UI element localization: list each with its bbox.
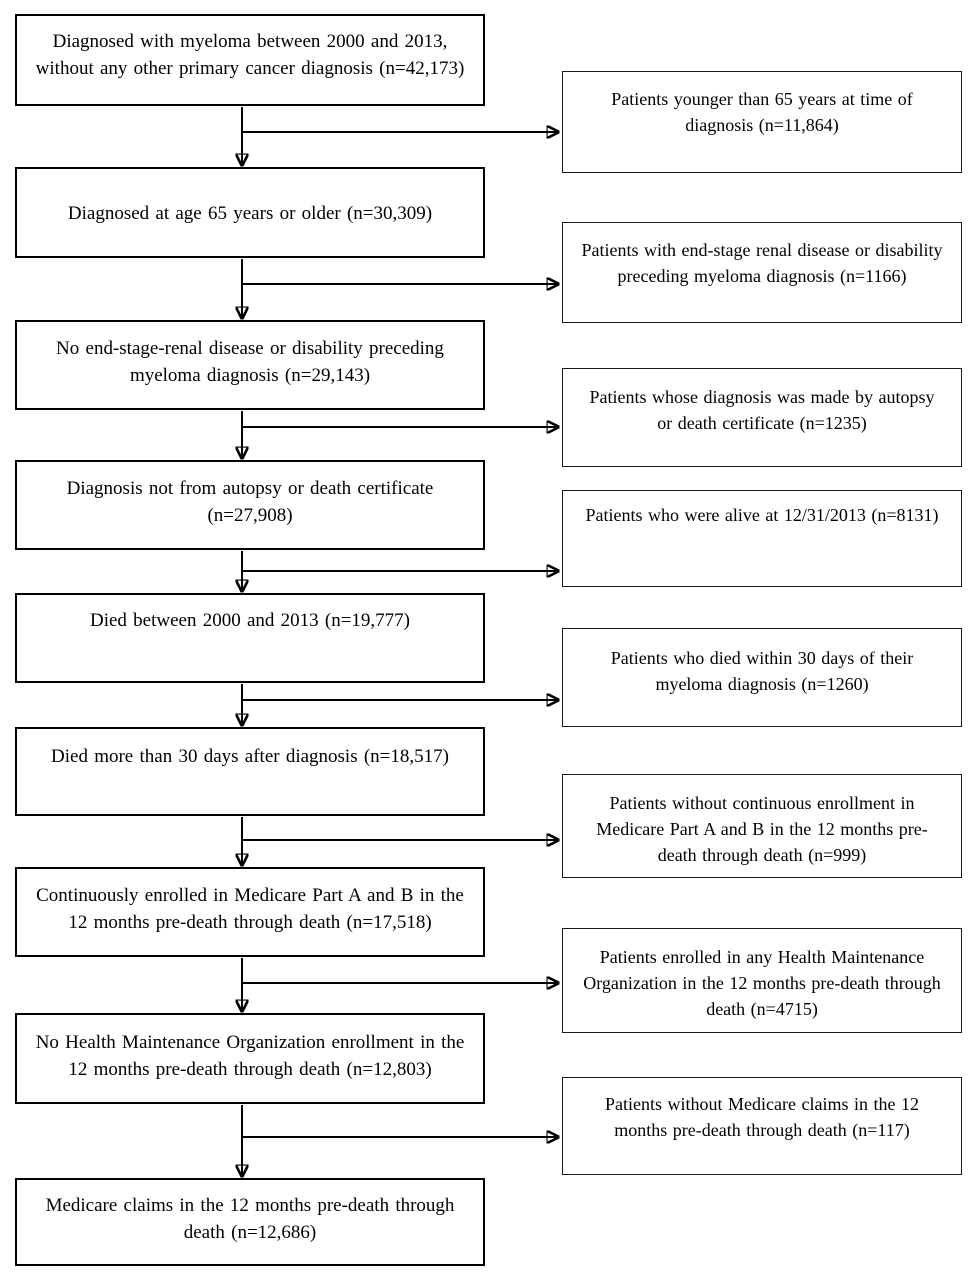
exclusion-box-no-medicare-claims-text: Patients without Medicare claims in the … — [605, 1094, 919, 1140]
flow-box-no-esrd-disability: No end-stage-renal disease or disability… — [15, 320, 485, 410]
exclusion-box-hmo-enrollment: Patients enrolled in any Health Maintena… — [562, 928, 962, 1033]
flow-box-no-hmo-text: No Health Maintenance Organization enrol… — [35, 1032, 465, 1080]
flow-box-died-30-days-after: Died more than 30 days after diagnosis (… — [15, 727, 485, 816]
exclusion-box-no-continuous-enrollment: Patients without continuous enrollment i… — [562, 774, 962, 878]
flow-box-age-65-or-older-text: Diagnosed at age 65 years or older (n=30… — [67, 203, 433, 224]
exclusion-box-died-within-30-days: Patients who died within 30 days of thei… — [562, 628, 962, 727]
exclusion-box-died-within-30-days-text: Patients who died within 30 days of thei… — [610, 648, 914, 694]
exclusion-box-autopsy-certificate: Patients whose diagnosis was made by aut… — [562, 368, 962, 467]
flow-box-not-autopsy-certificate-text: Diagnosis not from autopsy or death cert… — [66, 478, 434, 526]
flow-box-medicare-enrolled: Continuously enrolled in Medicare Part A… — [15, 867, 485, 957]
exclusion-box-alive-2013-text: Patients who were alive at 12/31/2013 (n… — [585, 505, 939, 525]
flow-box-age-65-or-older: Diagnosed at age 65 years or older (n=30… — [15, 167, 485, 258]
flow-box-diagnosed-myeloma-text: Diagnosed with myeloma between 2000 and … — [35, 31, 465, 79]
exclusion-box-autopsy-certificate-text: Patients whose diagnosis was made by aut… — [589, 387, 935, 433]
exclusion-box-younger-65-text: Patients younger than 65 years at time o… — [611, 89, 913, 135]
exclusion-box-esrd-disability: Patients with end-stage renal disease or… — [562, 222, 962, 323]
exclusion-box-hmo-enrollment-text: Patients enrolled in any Health Maintena… — [583, 947, 941, 1019]
flow-box-medicare-claims-text: Medicare claims in the 12 months pre-dea… — [45, 1195, 455, 1243]
exclusion-box-no-medicare-claims: Patients without Medicare claims in the … — [562, 1077, 962, 1175]
exclusion-box-esrd-disability-text: Patients with end-stage renal disease or… — [581, 240, 943, 286]
flow-box-medicare-claims: Medicare claims in the 12 months pre-dea… — [15, 1178, 485, 1266]
exclusion-box-younger-65: Patients younger than 65 years at time o… — [562, 71, 962, 173]
flow-box-died-2000-2013: Died between 2000 and 2013 (n=19,777) — [15, 593, 485, 683]
flow-box-medicare-enrolled-text: Continuously enrolled in Medicare Part A… — [36, 885, 464, 933]
flow-box-died-30-days-after-text: Died more than 30 days after diagnosis (… — [51, 746, 449, 767]
exclusion-box-alive-2013: Patients who were alive at 12/31/2013 (n… — [562, 490, 962, 587]
flow-box-no-hmo: No Health Maintenance Organization enrol… — [15, 1013, 485, 1104]
flow-box-not-autopsy-certificate: Diagnosis not from autopsy or death cert… — [15, 460, 485, 550]
flow-box-no-esrd-disability-text: No end-stage-renal disease or disability… — [56, 338, 444, 386]
flow-box-diagnosed-myeloma: Diagnosed with myeloma between 2000 and … — [15, 14, 485, 106]
flow-box-died-2000-2013-text: Died between 2000 and 2013 (n=19,777) — [89, 610, 411, 631]
exclusion-box-no-continuous-enrollment-text: Patients without continuous enrollment i… — [596, 793, 928, 865]
